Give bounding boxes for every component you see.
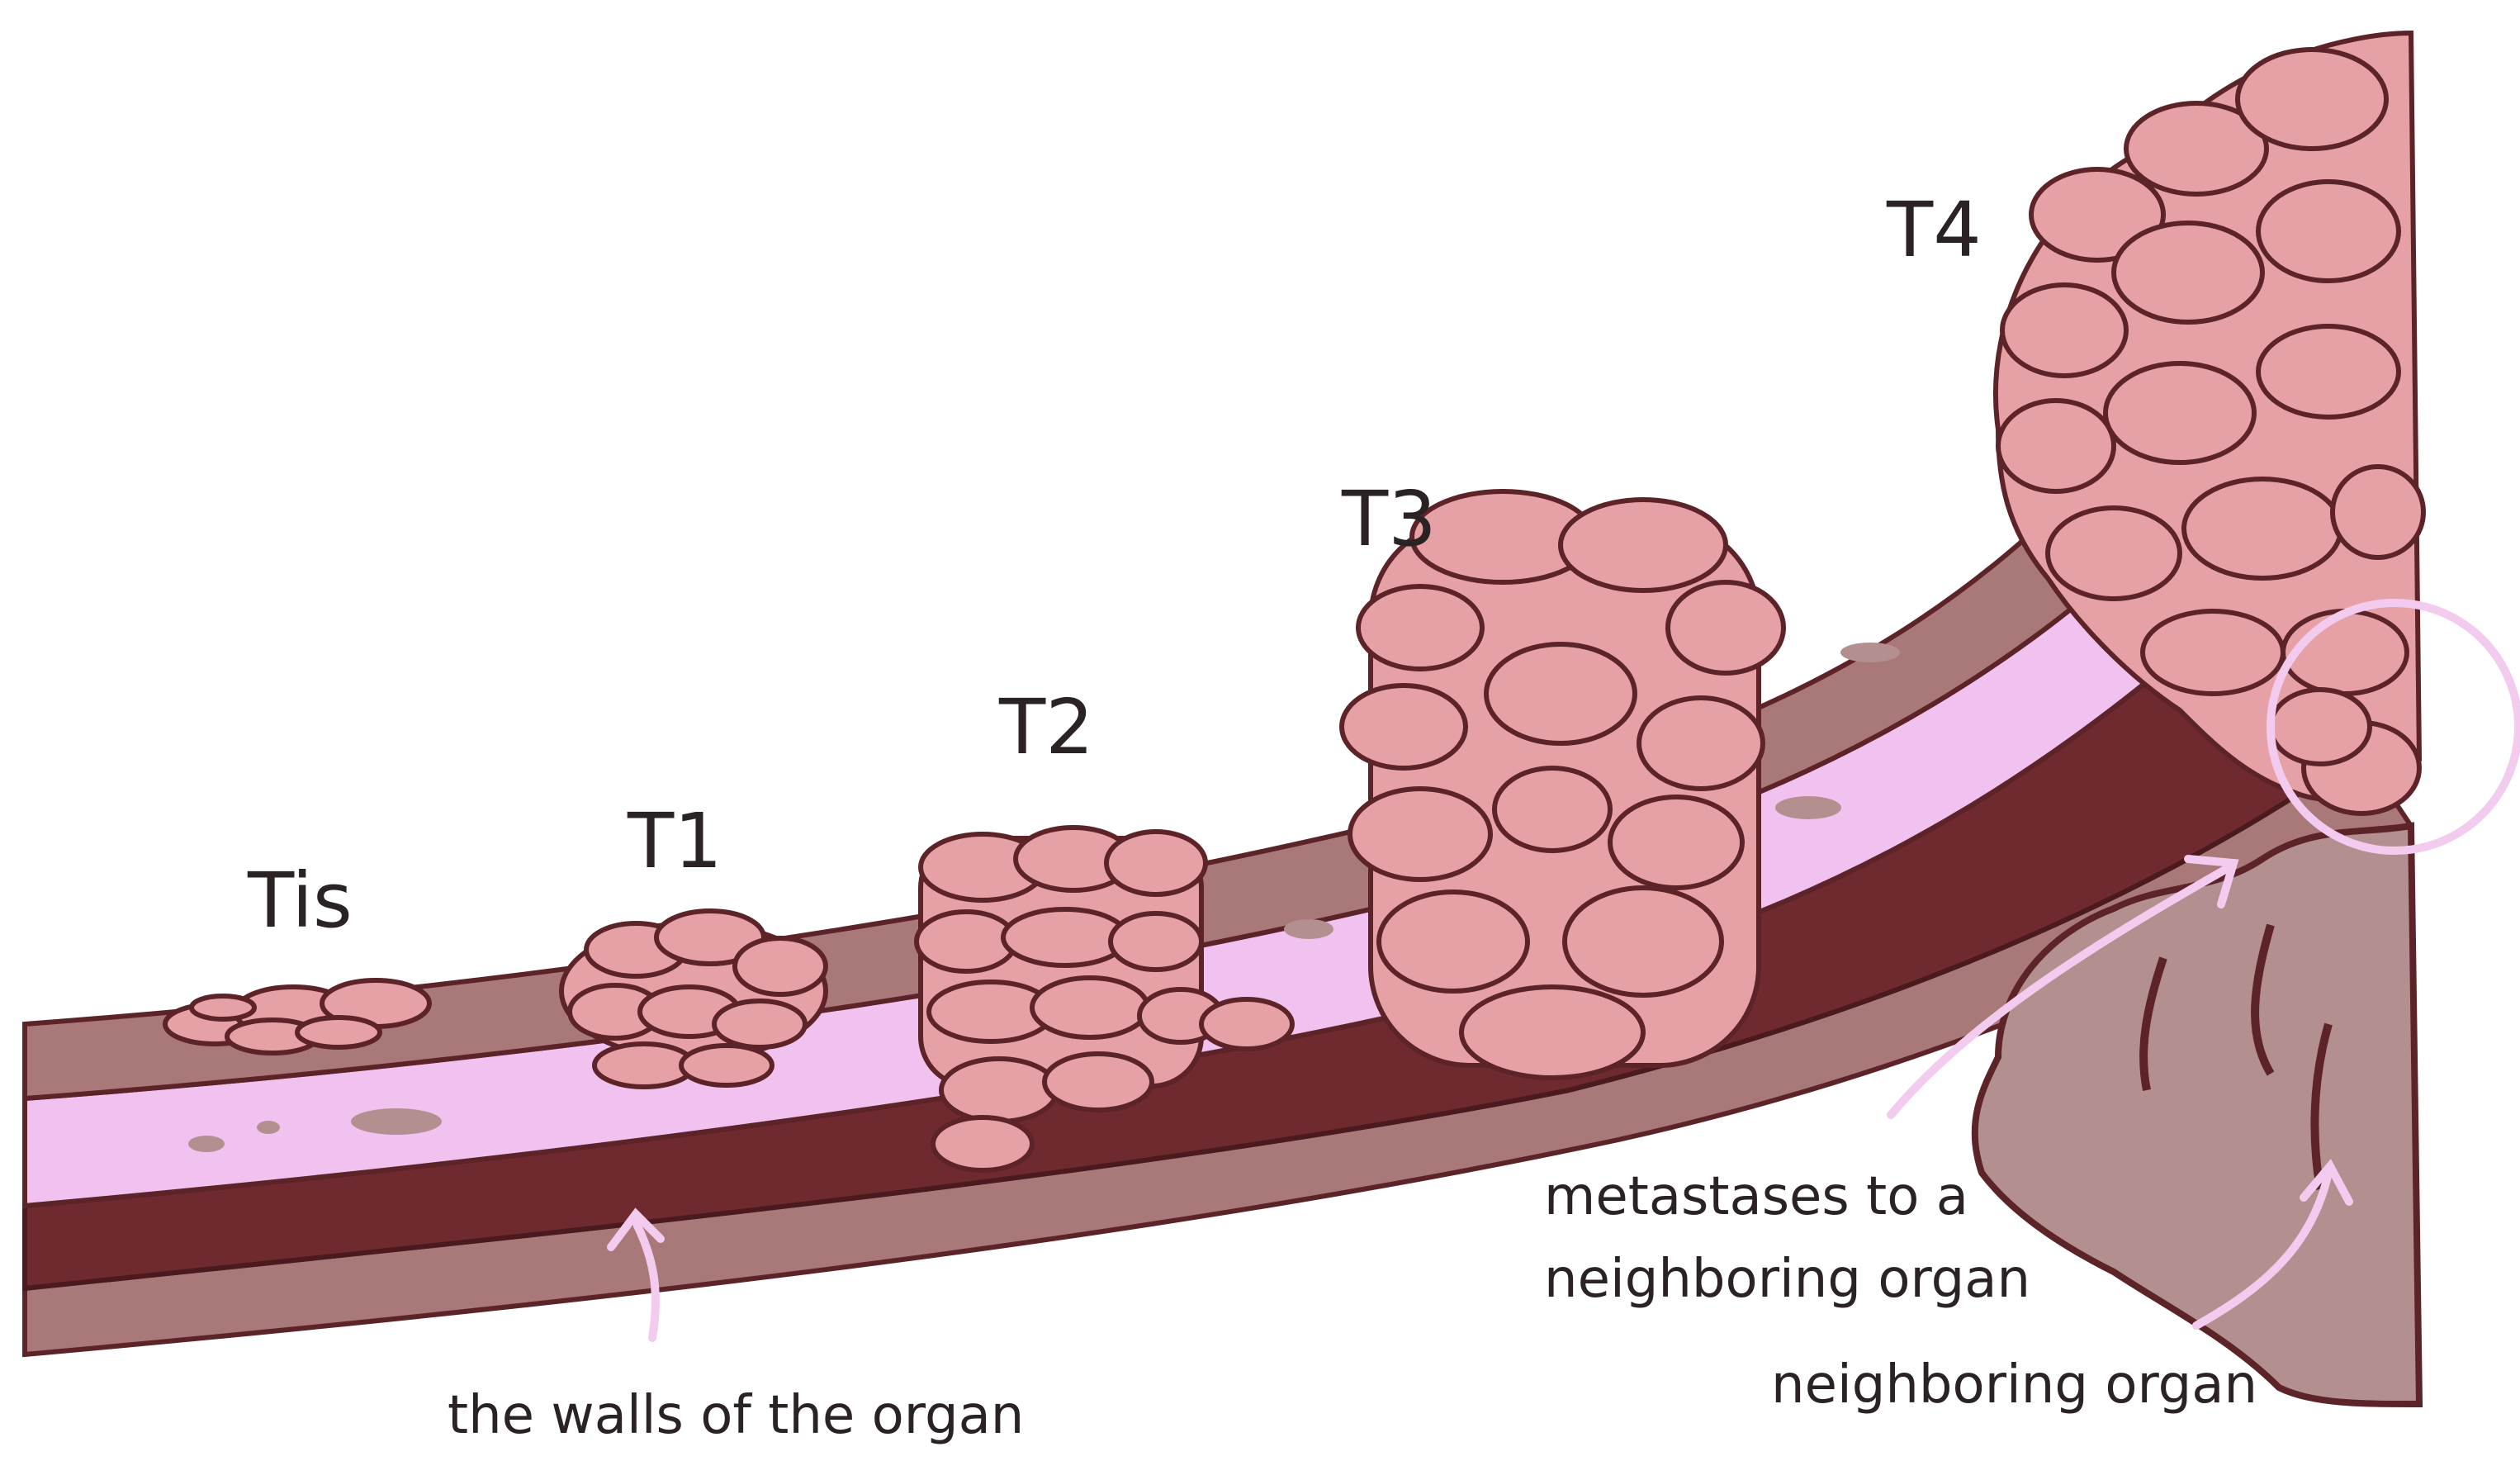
neighbor-arrow-head	[2300, 1159, 2353, 1206]
caption-neighboring-organ: neighboring organ	[1771, 1354, 2257, 1416]
label-t2: T2	[998, 683, 1094, 771]
walls-arrow-head	[607, 1207, 665, 1251]
tumor-tis	[163, 978, 432, 1055]
label-tis: Tis	[247, 856, 353, 945]
label-t1: T1	[627, 797, 722, 885]
submucosa-cell	[351, 1108, 442, 1135]
metastasis-arrow	[1887, 863, 2233, 1119]
tumor-t1	[559, 908, 828, 1089]
neighbor-arrow	[2192, 1169, 2333, 1330]
submucosa-cell	[1284, 919, 1333, 939]
organ-fold	[2251, 923, 2275, 1076]
caption-metastases-line1: metastases to a	[1544, 1166, 1968, 1227]
label-t4: T4	[1886, 186, 1982, 274]
organ-fold	[2139, 956, 2167, 1091]
label-t3: T3	[1341, 475, 1437, 563]
tumor-t3	[1339, 489, 1786, 1080]
tumor-t4	[1992, 30, 2426, 816]
tumor-t2	[914, 825, 1295, 1173]
caption-metastases-line2: neighboring organ	[1544, 1249, 2030, 1310]
metastasis-highlight-circle	[2267, 599, 2520, 855]
walls-arrow	[632, 1218, 660, 1342]
submucosa-cell	[188, 1136, 225, 1152]
submucosa-cell	[257, 1121, 280, 1134]
submucosa-cell	[1840, 643, 1900, 662]
caption-walls: the walls of the organ	[448, 1385, 1024, 1446]
annotation-arrows	[607, 855, 2353, 1342]
organ-fold	[2310, 1022, 2333, 1190]
submucosa-cell	[1775, 796, 1841, 819]
metastasis-arrow-head	[2184, 855, 2239, 908]
